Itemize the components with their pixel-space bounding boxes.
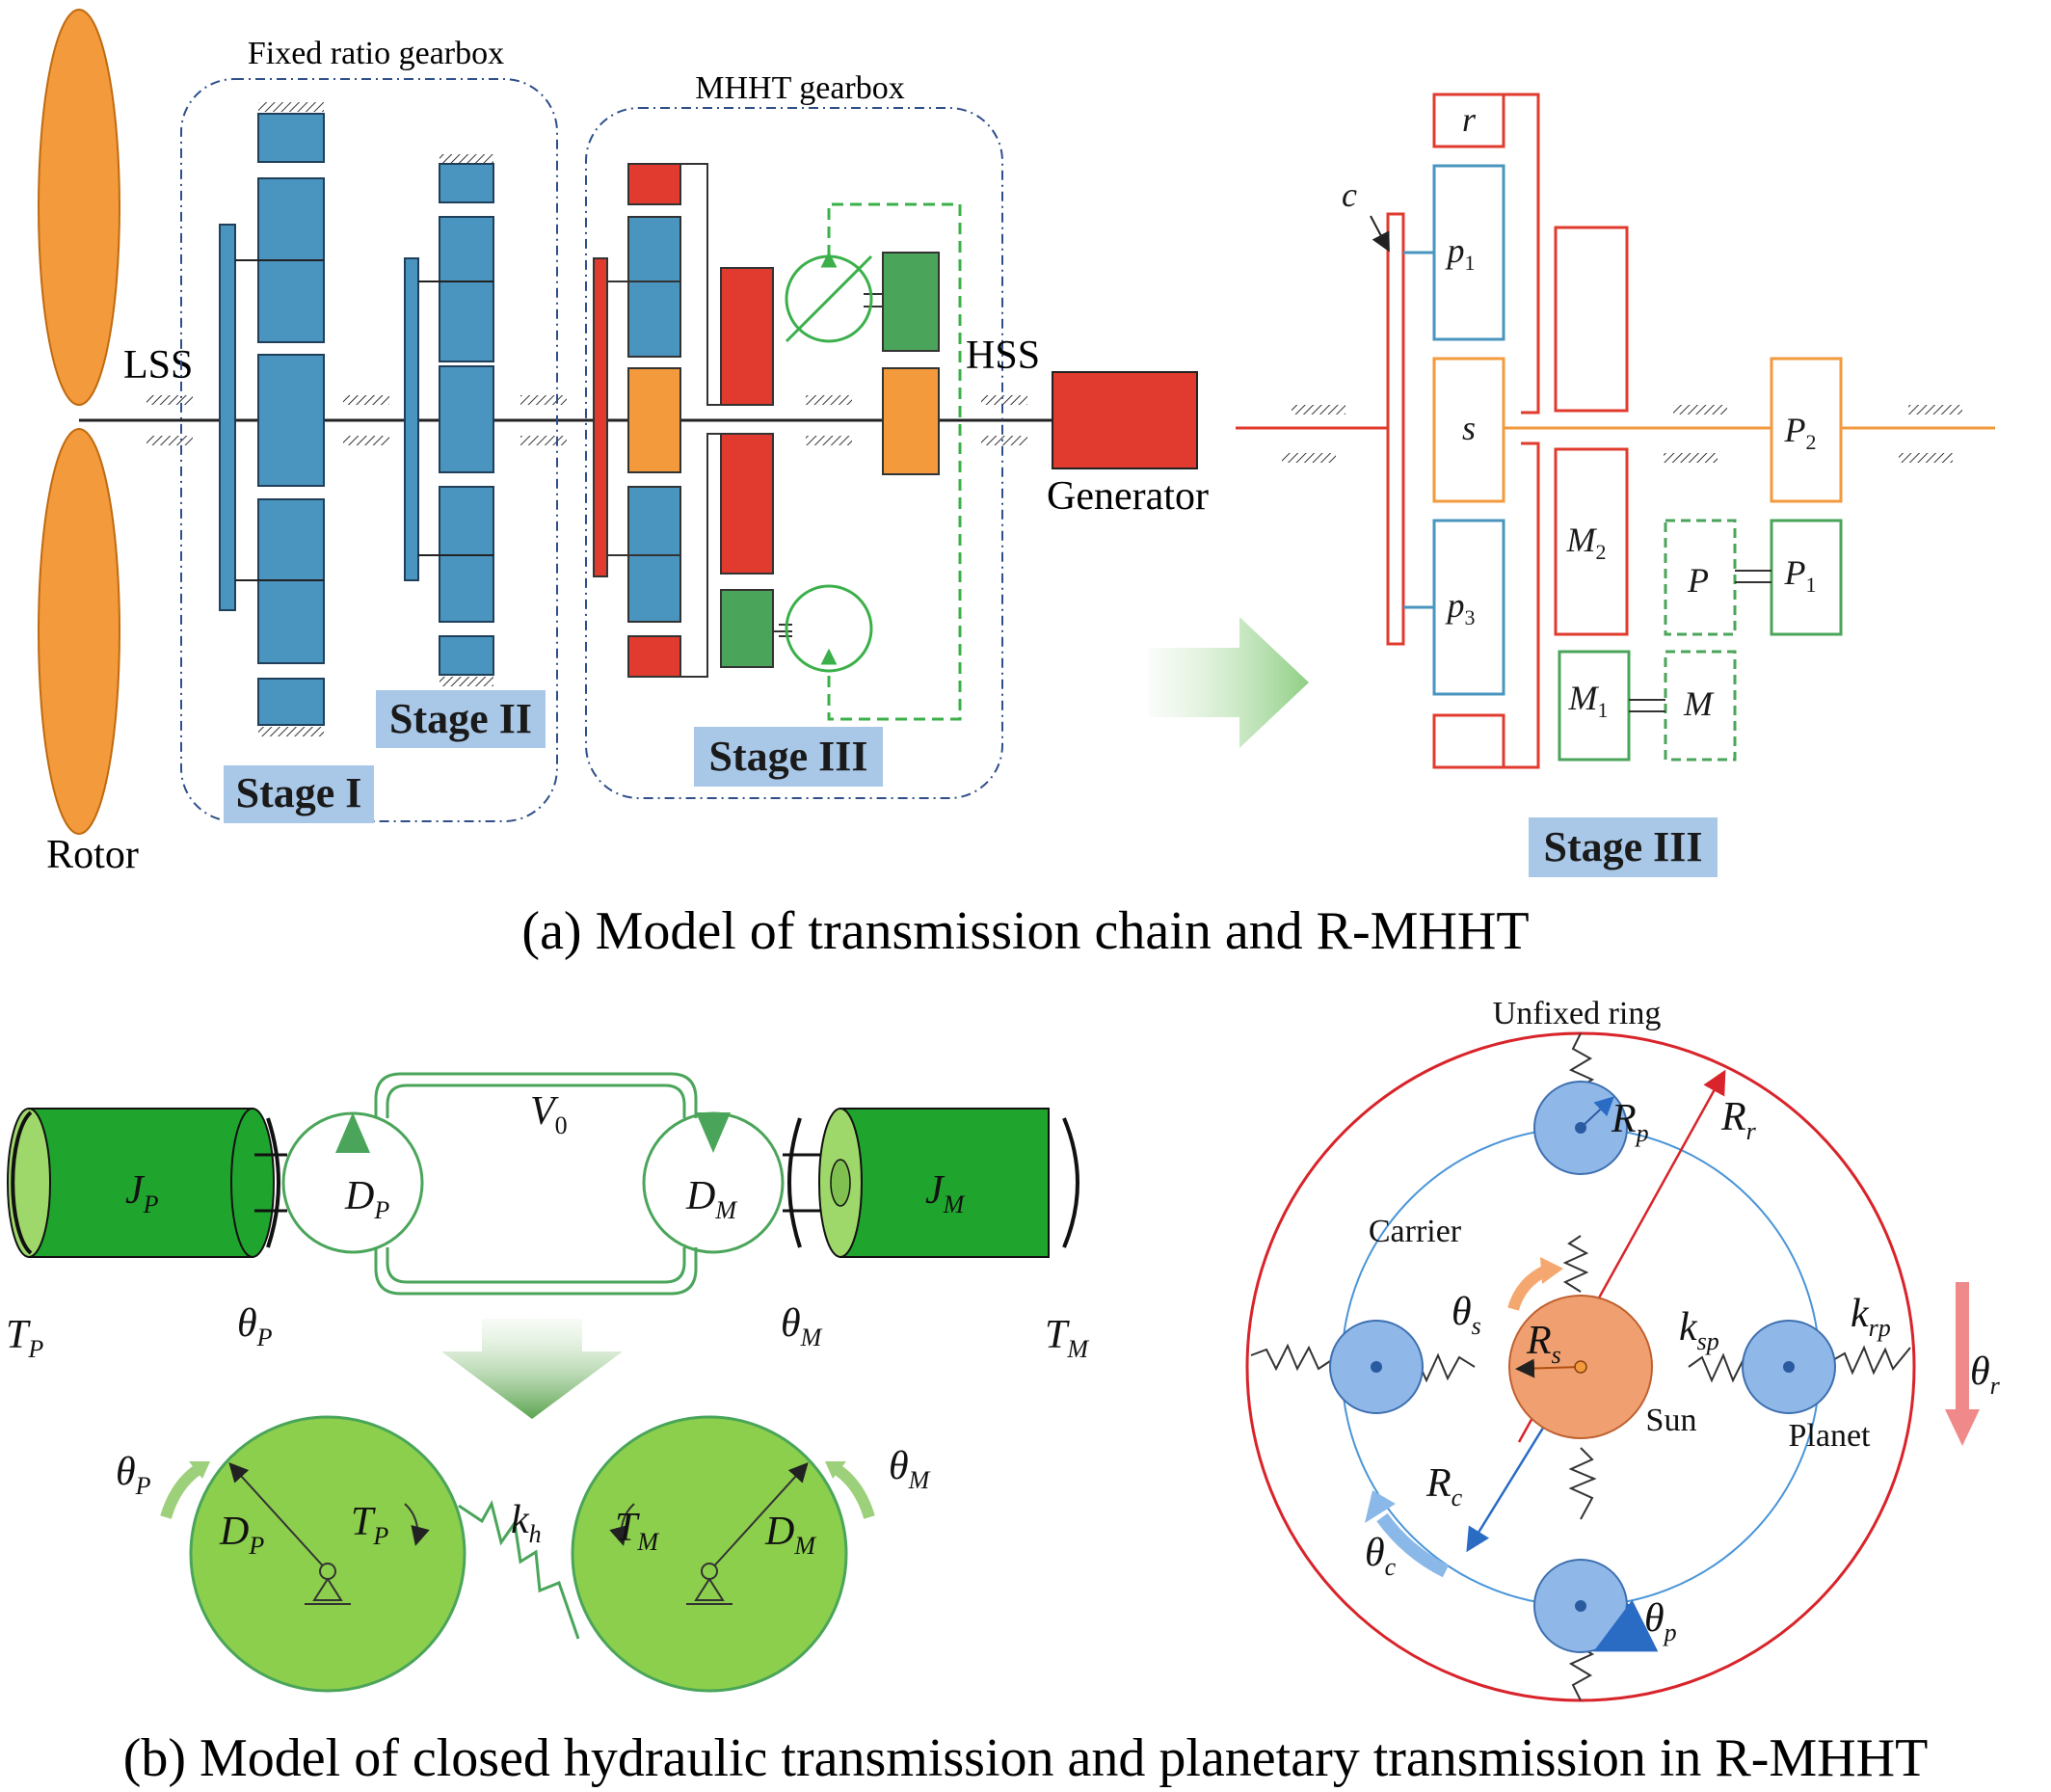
panel-a: Rotor LSS Fixed ratio gearbox	[38, 9, 1995, 961]
planetary-diagram	[1245, 1031, 1980, 1702]
schematic-stage-highlight	[1529, 817, 1718, 877]
svg-text:θM: θM	[781, 1301, 823, 1351]
svg-text:θP: θP	[237, 1301, 273, 1351]
svg-text:M1: M1	[1568, 679, 1609, 722]
caption-a: (a) Model of transmission chain and R-MH…	[521, 901, 1529, 961]
equivalent-disks	[160, 1415, 875, 1693]
svg-text:M: M	[1683, 684, 1715, 723]
svg-text:Unfixed ring: Unfixed ring	[1493, 996, 1662, 1031]
fixed-ratio-gearbox-label: Fixed ratio gearbox	[248, 36, 504, 71]
svg-text:DM: DM	[764, 1510, 816, 1560]
svg-text:θM: θM	[889, 1444, 931, 1494]
stage1-highlight	[224, 765, 374, 823]
stage3-gears	[593, 163, 940, 678]
svg-text:θc: θc	[1365, 1531, 1397, 1581]
svg-text:θs: θs	[1452, 1290, 1481, 1340]
svg-text:p3: p3	[1445, 586, 1476, 629]
svg-text:Sun: Sun	[1646, 1403, 1697, 1438]
svg-text:P2: P2	[1784, 411, 1817, 454]
stage3-schematic	[1236, 93, 1995, 769]
stage1-gears	[219, 113, 325, 726]
svg-text:TP: TP	[351, 1500, 388, 1550]
disk-labels: θP DP TP kh TM DM θM	[116, 1444, 931, 1560]
stage1-label: Stage I	[236, 769, 362, 816]
svg-text:TP: TP	[6, 1313, 43, 1363]
hydraulic-labels: TP JP θP DP V0 DM θM JM TM	[6, 1089, 1089, 1363]
stage3-schematic-labels: r c p1 s p3 M2 M1 M P P1 P2	[1342, 100, 1816, 723]
mhht-gearbox-label: MHHT gearbox	[695, 70, 905, 106]
svg-text:M2: M2	[1566, 521, 1607, 564]
svg-text:θp: θp	[1644, 1596, 1677, 1646]
caption-b: (b) Model of closed hydraulic transmissi…	[123, 1728, 1929, 1788]
stage2-highlight	[376, 690, 546, 748]
svg-text:Carrier: Carrier	[1369, 1214, 1462, 1249]
svg-text:θP: θP	[116, 1450, 151, 1500]
svg-text:c: c	[1342, 175, 1357, 214]
svg-text:p1: p1	[1445, 231, 1476, 275]
generator	[1052, 371, 1198, 469]
svg-text:DM: DM	[685, 1174, 737, 1224]
svg-text:P: P	[1687, 561, 1709, 600]
bearings	[146, 395, 1027, 445]
svg-text:Rp: Rp	[1611, 1097, 1649, 1147]
lss-label: LSS	[123, 343, 193, 388]
stage2-label: Stage II	[389, 695, 532, 742]
svg-text:DP: DP	[344, 1174, 389, 1224]
stage3-label: Stage III	[708, 733, 867, 780]
svg-text:V0: V0	[530, 1089, 568, 1139]
generator-label: Generator	[1047, 474, 1209, 519]
planetary-labels: Unfixed ring Carrier Sun Planet Rr Rp Rs…	[1365, 996, 2001, 1646]
schematic-stage-label: Stage III	[1543, 823, 1702, 870]
svg-text:JP: JP	[125, 1168, 159, 1218]
transition-arrow	[1149, 617, 1309, 748]
down-arrow	[441, 1319, 623, 1419]
svg-text:s: s	[1462, 409, 1476, 447]
fixed-ratio-gearbox-box	[180, 78, 558, 822]
svg-text:Rs: Rs	[1526, 1319, 1561, 1369]
svg-text:TM: TM	[1045, 1313, 1089, 1363]
svg-text:TM: TM	[615, 1506, 659, 1556]
svg-text:θr: θr	[1970, 1350, 2001, 1400]
rotor	[38, 9, 120, 835]
svg-text:krp: krp	[1851, 1292, 1891, 1342]
rotor-label: Rotor	[46, 833, 139, 877]
stage2-gears	[404, 163, 494, 676]
svg-text:Rc: Rc	[1425, 1461, 1463, 1511]
svg-text:r: r	[1462, 100, 1477, 139]
hss-label: HSS	[966, 334, 1040, 378]
svg-text:ksp: ksp	[1679, 1305, 1719, 1355]
svg-text:Planet: Planet	[1789, 1418, 1872, 1454]
stage3-highlight	[694, 727, 883, 787]
svg-text:DP: DP	[219, 1510, 264, 1560]
svg-text:JM: JM	[925, 1168, 966, 1218]
svg-text:P1: P1	[1784, 553, 1817, 597]
panel-b-hydraulic	[7, 1072, 1079, 1296]
svg-text:kh: kh	[511, 1498, 542, 1548]
stage3-hydraulic	[785, 202, 962, 721]
mhht-gearbox-box	[585, 107, 1003, 799]
svg-text:Rr: Rr	[1720, 1095, 1757, 1145]
